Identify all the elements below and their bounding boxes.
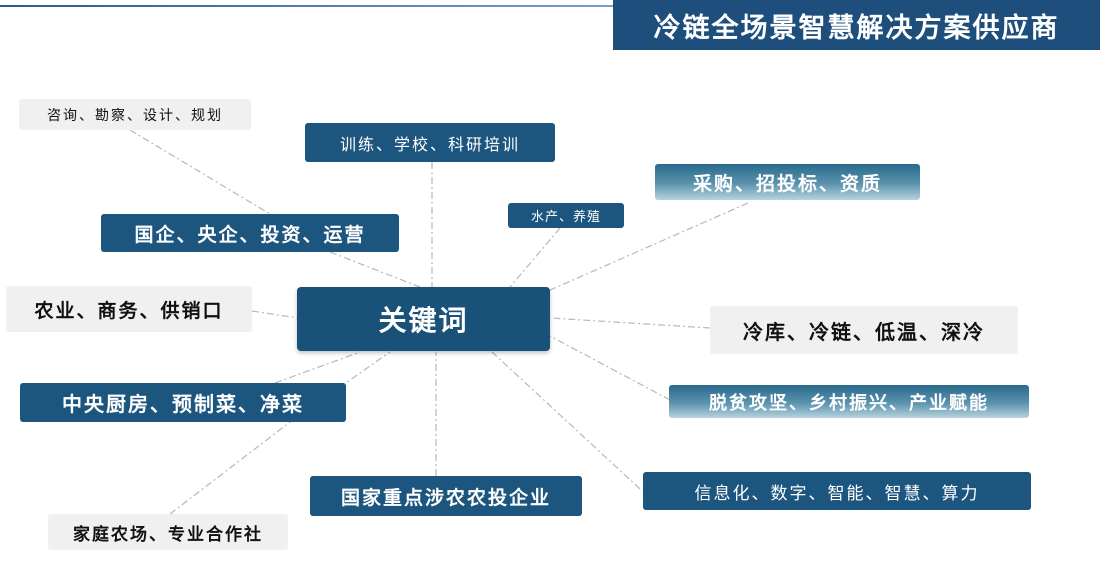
center-keyword-label: 关键词 [378,304,469,337]
node-info: 信息化、数字、智能、智慧、算力 [643,472,1031,510]
header-rule [0,5,615,7]
node-national-agri-label: 国家重点涉农农投企业 [340,486,551,509]
node-procurement-label: 采购、招投标、资质 [692,172,882,195]
node-soe: 国企、央企、投资、运营 [101,214,399,252]
node-consult-label: 咨询、勘察、设计、规划 [47,107,223,124]
node-soe-label: 国企、央企、投资、运营 [134,223,366,246]
node-poverty: 脱贫攻坚、乡村振兴、产业赋能 [669,385,1029,418]
node-kitchen: 中央厨房、预制菜、净菜 [20,383,346,422]
node-coldchain: 冷库、冷链、低温、深冷 [710,306,1018,354]
node-training-label: 训练、学校、科研培训 [339,134,520,154]
node-procurement: 采购、招投标、资质 [655,164,920,200]
node-kitchen-label: 中央厨房、预制菜、净菜 [62,392,304,416]
node-aquatic-label: 水产、养殖 [530,210,601,225]
node-agri-business: 农业、商务、供销口 [6,286,252,332]
node-agri-business-label: 农业、商务、供销口 [34,299,224,322]
node-family-farm: 家庭农场、专业合作社 [48,514,288,550]
node-poverty-label: 脱贫攻坚、乡村振兴、产业赋能 [709,392,989,414]
node-training: 训练、学校、科研培训 [305,123,555,162]
node-family-farm-label: 家庭农场、专业合作社 [73,524,263,545]
page-title: 冷链全场景智慧解决方案供应商 [613,0,1100,50]
node-national-agri: 国家重点涉农农投企业 [310,476,582,516]
node-aquatic: 水产、养殖 [508,203,624,228]
node-info-label: 信息化、数字、智能、智慧、算力 [694,483,980,504]
center-keyword: 关键词 [297,287,550,351]
node-consult: 咨询、勘察、设计、规划 [19,99,251,130]
node-coldchain-label: 冷库、冷链、低温、深冷 [743,319,985,344]
